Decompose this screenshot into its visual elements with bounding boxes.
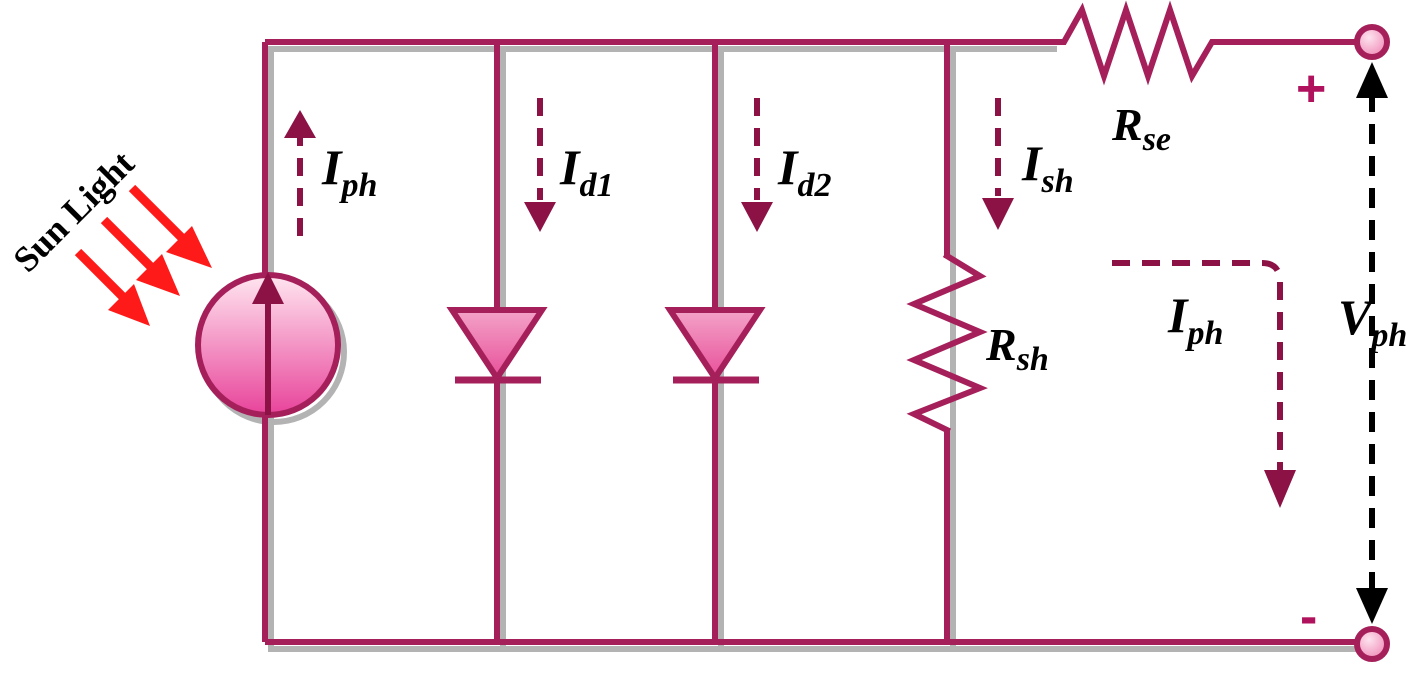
current-arrowheads	[284, 110, 1296, 508]
sun-rays	[74, 184, 212, 326]
series-resistor	[1045, 0, 1229, 86]
iph-load-label: Iph	[1167, 287, 1223, 352]
minus-sign: -	[1300, 588, 1317, 646]
sun-light-label: Sun Light	[5, 143, 142, 280]
voltage-arrow	[1356, 62, 1388, 624]
iph-source-arrow-icon	[284, 110, 316, 138]
ish-label: Ish	[1021, 135, 1074, 200]
source-arrow-icon	[252, 272, 284, 304]
voltage-arrow-up-icon	[1356, 62, 1388, 98]
rse-label: Rse	[1111, 99, 1171, 158]
id2-label: Id2	[777, 139, 831, 204]
id2-arrow-icon	[741, 202, 773, 232]
iph-load-arrow-icon	[1264, 470, 1296, 508]
sun-ray-arrow-icon	[136, 254, 180, 296]
positive-terminal	[1354, 24, 1390, 60]
shunt-resistor	[906, 251, 988, 435]
id1-arrow-icon	[524, 202, 556, 232]
iph-load-arrow	[1112, 260, 1283, 470]
plus-sign: +	[1296, 60, 1326, 118]
iph-source-label: Iph	[321, 139, 377, 204]
ish-arrow-icon	[982, 198, 1014, 230]
negative-terminal	[1354, 626, 1390, 662]
sun-ray-arrow-icon	[108, 284, 150, 326]
current-source	[195, 272, 341, 418]
circuit-wires	[262, 39, 1362, 645]
sun-ray-arrow-icon	[166, 226, 212, 268]
voltage-arrow-down-icon	[1356, 588, 1388, 624]
diode-1	[446, 307, 548, 384]
id1-label: Id1	[559, 139, 613, 204]
rsh-label: Rsh	[985, 319, 1049, 378]
diode-2	[664, 307, 766, 384]
current-arrows	[297, 98, 1283, 470]
vph-label: Vph	[1338, 289, 1407, 354]
